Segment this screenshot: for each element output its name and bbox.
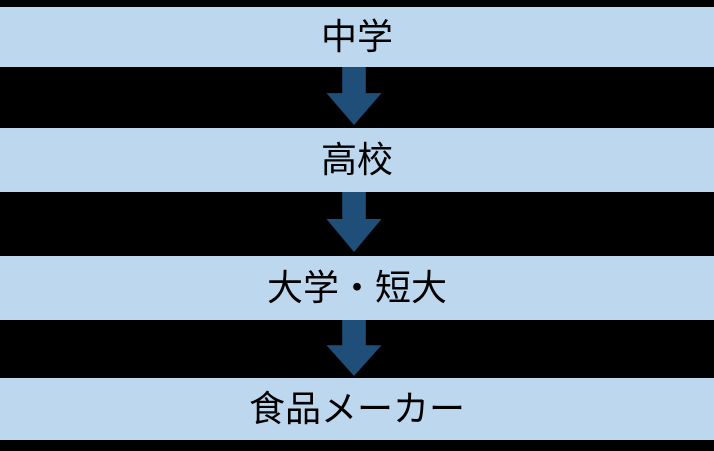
stage-label: 中学 bbox=[320, 16, 393, 57]
down-arrow-icon bbox=[326, 67, 382, 125]
stage-label: 高校 bbox=[320, 139, 393, 180]
stage-food-manufacturer: 食品メーカー bbox=[0, 378, 714, 440]
down-arrow-icon bbox=[326, 192, 382, 252]
stage-middle-school: 中学 bbox=[0, 7, 714, 67]
stage-high-school: 高校 bbox=[0, 128, 714, 192]
stage-university-junior-college: 大学・短大 bbox=[0, 256, 714, 320]
stage-label: 食品メーカー bbox=[248, 388, 465, 429]
stage-label: 大学・短大 bbox=[266, 267, 447, 308]
down-arrow-icon bbox=[326, 320, 382, 376]
